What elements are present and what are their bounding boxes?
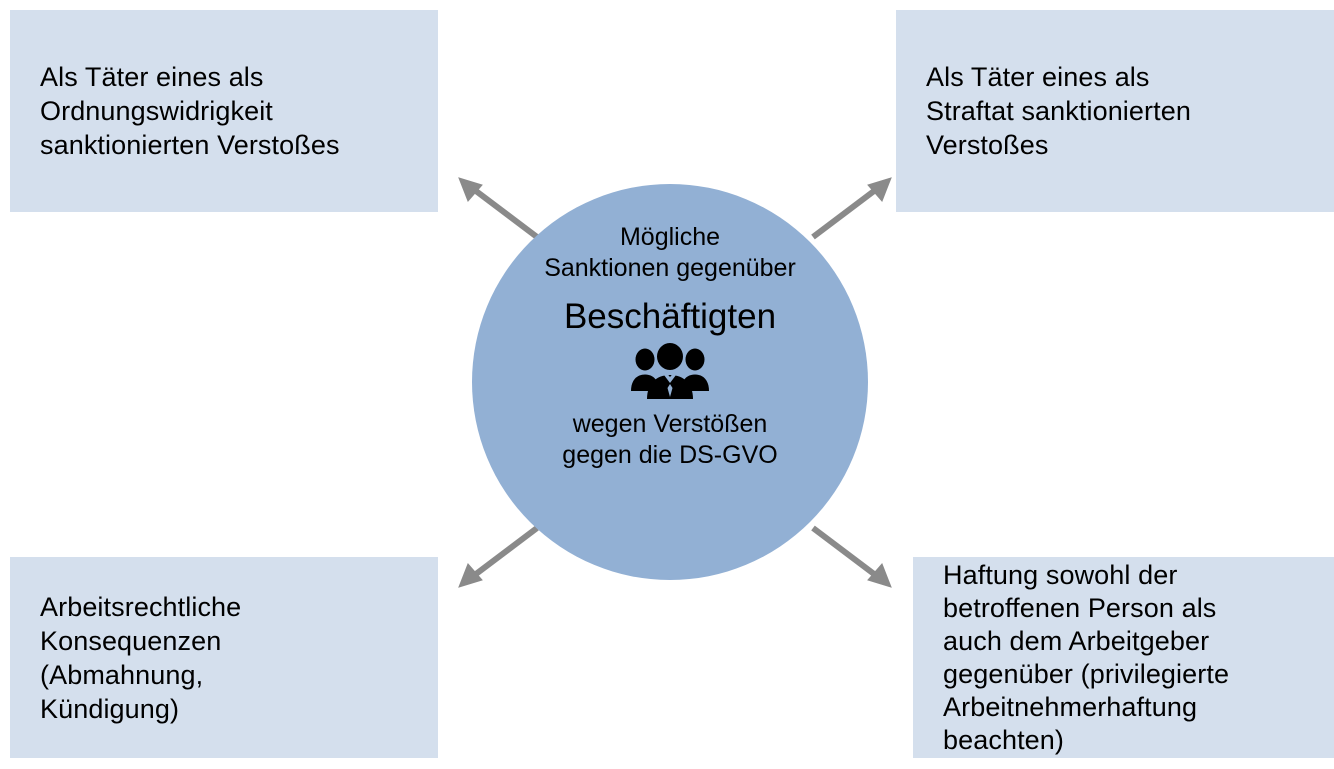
callout-box-top-right-text: Als Täter eines als Straftat sanktionier…: [926, 62, 1191, 160]
callout-box-top-right: Als Täter eines als Straftat sanktionier…: [896, 10, 1334, 212]
circle-subtitle-top: Mögliche Sanktionen gegenüber: [544, 223, 796, 282]
callout-box-bottom-left: Arbeitsrechtliche Konsequenzen (Abmahnun…: [10, 557, 438, 758]
central-circle: Mögliche Sanktionen gegenüber Beschäftig…: [472, 184, 868, 580]
callout-box-top-left: Als Täter eines als Ordnungswidrigkeit s…: [10, 10, 438, 212]
arrow-to-bottom-left: [458, 525, 539, 588]
users-group-icon: [631, 343, 709, 399]
callout-box-bottom-right-text: Haftung sowohl der betroffenen Person al…: [943, 559, 1230, 755]
callout-box-bottom-right: Haftung sowohl der betroffenen Person al…: [913, 557, 1334, 758]
circle-subtitle-bottom: wegen Verstößen gegen die DS-GVO: [562, 410, 778, 469]
callout-box-top-left-text: Als Täter eines als Ordnungswidrigkeit s…: [40, 62, 340, 160]
arrow-to-bottom-right: [811, 525, 892, 588]
circle-title: Beschäftigten: [563, 297, 777, 336]
callout-box-bottom-left-text: Arbeitsrechtliche Konsequenzen (Abmahnun…: [40, 591, 242, 724]
